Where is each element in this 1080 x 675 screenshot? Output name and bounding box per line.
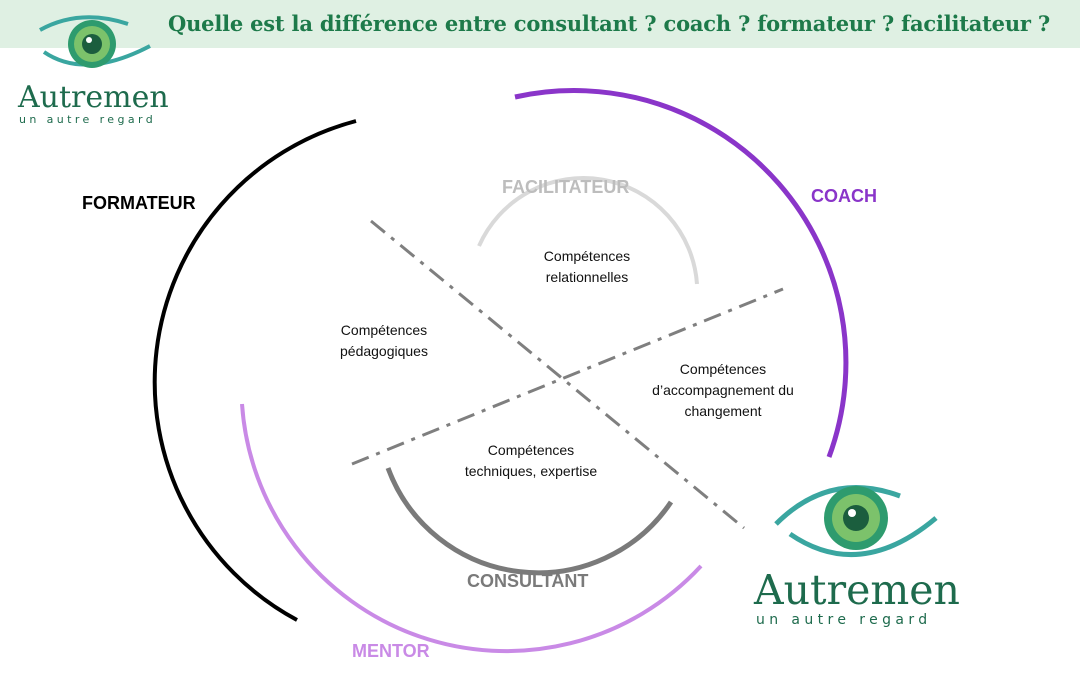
autremen-logo-small: Autremen un autre regard [10,8,180,128]
eye-logo-icon [774,485,938,558]
eye-logo-icon [39,15,151,68]
competences-techniques: Compétences techniques, expertise [450,440,612,482]
logo-name: Autremen [18,80,169,115]
comp-line: Compétences [487,442,575,458]
comp-line: Compétences [543,248,631,264]
formateur-arc [152,119,357,622]
comp-line: Compétences [679,361,767,377]
role-formateur: FORMATEUR [82,193,196,213]
dashed-divider-1 [370,219,745,530]
comp-line: changement [684,403,762,419]
role-mentor: MENTOR [352,641,430,661]
coach-arc [514,88,849,458]
role-consultant: CONSULTANT [467,571,589,591]
competences-relationnelles: Compétences relationnelles [514,246,660,288]
comp-line: relationnelles [545,269,629,285]
mentor-arc [240,403,703,654]
autremen-logo-large: Autremen un autre regard [750,470,970,635]
role-facilitateur: FACILITATEUR [502,177,630,197]
competences-pedagogiques: Compétences pédagogiques [310,320,458,362]
page-title: Quelle est la différence entre consultan… [168,11,1050,36]
comp-line: pédagogiques [340,343,428,359]
consultant-arc [385,467,674,576]
facilitateur-arc [477,176,699,285]
comp-line: Compétences [340,322,428,338]
header-band [0,0,1080,48]
dashed-divider-2 [351,287,784,466]
competences-accompagnement: Compétences d’accompagnement du changeme… [638,359,808,422]
logo-tagline: un autre regard [19,113,157,126]
comp-line: d’accompagnement du [652,382,794,398]
comp-line: techniques, expertise [464,463,598,479]
logo-name: Autremen [754,566,960,614]
logo-tagline: un autre regard [756,612,932,628]
role-coach: COACH [811,186,877,206]
